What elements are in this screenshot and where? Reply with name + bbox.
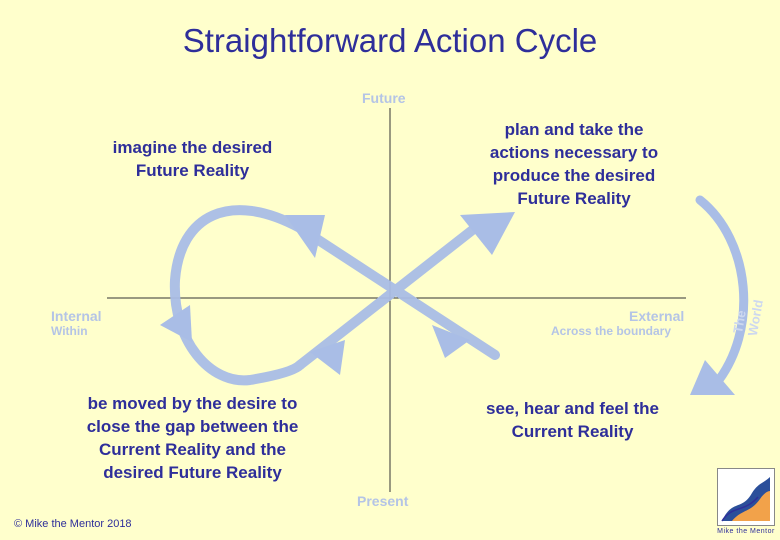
axis-label-future: Future: [362, 90, 406, 106]
logo-caption: Mike the Mentor: [717, 528, 775, 535]
mentor-logo: [717, 468, 775, 526]
copyright-footer: © Mike the Mentor 2018: [14, 518, 132, 530]
arrowhead-left-loop: [160, 305, 192, 342]
arrowhead-lower-right: [432, 325, 470, 358]
axis-label-present: Present: [357, 493, 409, 509]
arrowheads: [160, 212, 515, 375]
axis-label-internal: Internal: [51, 308, 102, 324]
axis-label-external: External: [629, 308, 685, 324]
diagonal-up-right-stroke: [295, 223, 480, 370]
quadrant-top-left-text: imagine the desired Future Reality: [112, 138, 273, 180]
axis-label-within: Within: [51, 324, 88, 338]
arrowhead-lower-loop: [310, 340, 345, 375]
arrowhead-upper-loop: [285, 215, 325, 258]
world-arc-stroke: [695, 195, 749, 390]
quadrant-bottom-right-text: see, hear and feel the Current Reality: [486, 399, 659, 441]
quadrant-bottom-left-text: be moved by the desire to close the gap …: [86, 394, 299, 482]
quadrant-top-right-text: plan and take the actions necessary to p…: [489, 120, 659, 208]
page-title: Straightforward Action Cycle: [182, 22, 598, 59]
axis-label-across-boundary: Across the boundary: [551, 324, 672, 338]
logo-graphic-icon: [721, 477, 770, 522]
left-loop-stroke: [169, 205, 305, 386]
arrowhead-upper-right: [460, 212, 515, 255]
diagonal-down-right-stroke: [295, 223, 500, 360]
world-arc-arrowhead: [690, 360, 735, 395]
